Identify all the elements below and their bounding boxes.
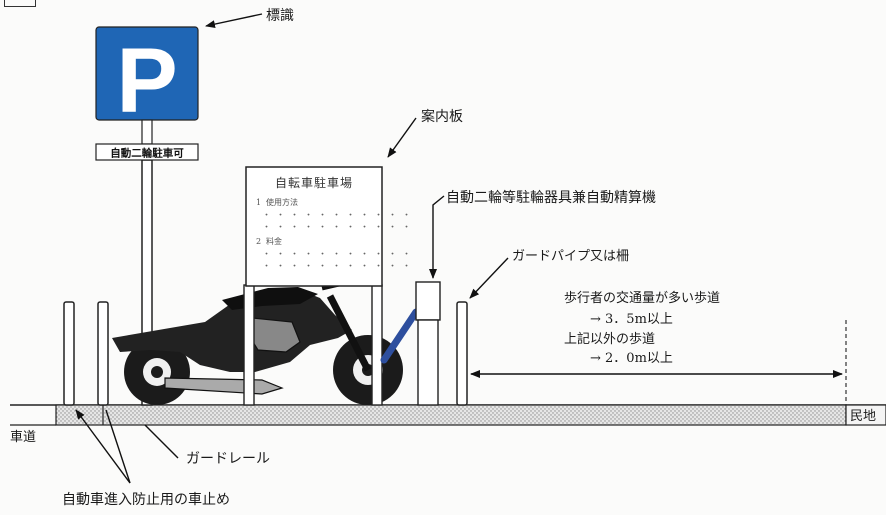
machine-callout-line	[429, 195, 445, 279]
width-line-4: → 2．0m以上	[590, 351, 673, 366]
bollard-right	[97, 301, 109, 406]
rack-lock-arm	[380, 308, 420, 364]
bollard-callout-arrow-2	[105, 409, 131, 484]
info-board-dots-1: ・・・・・・・・・・・	[262, 211, 416, 221]
info-board-dots-2: ・・・・・・・・・・・	[262, 223, 416, 233]
guardrail-label: ガードレール	[186, 451, 270, 467]
pipe-callout-arrow	[469, 257, 509, 299]
width-line-3: 上記以外の歩道	[564, 332, 656, 347]
info-board-dots-3: ・・・・・・・・・・・	[262, 250, 416, 260]
roadway-label: 車道	[10, 430, 37, 445]
parking-sign: P 自動二輪駐車可	[95, 26, 199, 406]
fare-machine	[415, 281, 441, 406]
info-board-item1-text: 使用方法	[266, 197, 298, 207]
sign-callout-arrow	[205, 13, 263, 29]
motorcycle-illustration	[112, 279, 403, 405]
info-board-panel	[245, 166, 383, 287]
corner-tag	[4, 0, 36, 7]
machine-label: 自動二輪等駐輪器具兼自動精算機	[446, 190, 656, 206]
board-callout-arrow	[387, 117, 417, 158]
private-land-label: 民地	[850, 409, 877, 424]
info-board-title: 自転車駐車場	[275, 175, 353, 190]
bollard-left	[63, 301, 75, 406]
bollard-callout-arrow	[75, 409, 131, 484]
info-board-dots-4: ・・・・・・・・・・・	[262, 262, 416, 272]
guardrail-callout-line	[144, 424, 179, 459]
info-board: 自転車駐車場 1 使用方法 ・・・・・・・・・・・ ・・・・・・・・・・・ 2 …	[243, 166, 416, 406]
width-line-2: → 3．5m以上	[590, 312, 673, 327]
parking-sign-plate	[95, 143, 199, 161]
info-board-item1-num: 1	[256, 198, 261, 207]
parking-sign-letter: P	[116, 30, 177, 132]
info-board-item2-num: 2	[256, 237, 261, 246]
pipe-label: ガードパイプ又は柵	[512, 249, 630, 264]
info-board-item2-text: 料金	[266, 236, 282, 246]
bollard-label: 自動車進入防止用の車止め	[62, 492, 230, 508]
width-line-1: 歩行者の交通量が多い歩道	[564, 291, 721, 306]
sign-label: 標識	[266, 8, 294, 24]
private-land-block	[845, 404, 886, 426]
board-label: 案内板	[421, 109, 463, 125]
guard-pipe	[456, 301, 468, 406]
sidewalk	[10, 404, 886, 426]
parking-sign-plate-text: 自動二輪駐車可	[110, 147, 184, 160]
